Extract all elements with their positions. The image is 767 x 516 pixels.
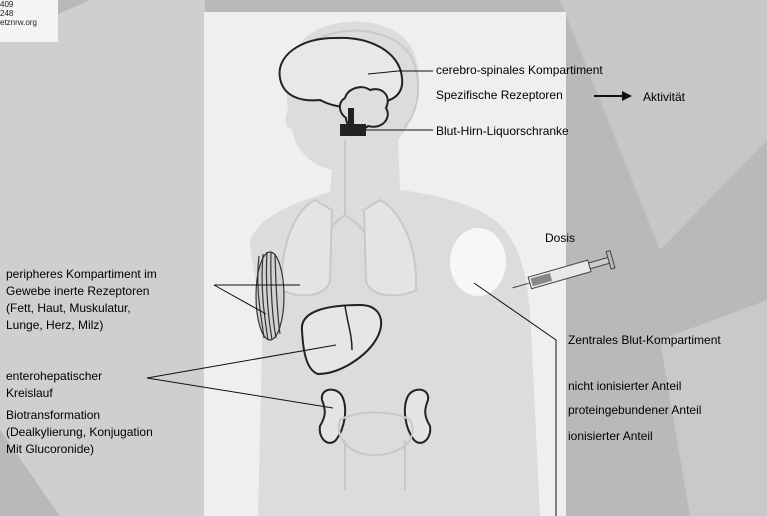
stamp-line: etznrw.org xyxy=(0,18,37,27)
label-line: enterohepatischer xyxy=(6,368,102,385)
label-peripheral-compartment: peripheres Kompartiment im Gewebe inerte… xyxy=(6,266,157,334)
label-line: Lunge, Herz, Milz) xyxy=(6,317,157,334)
label-ionized: ionisierter Anteil xyxy=(568,429,653,444)
stamp-line: 409 xyxy=(0,0,37,9)
light-streak-right xyxy=(560,0,767,250)
label-blood-brain-barrier: Blut-Hirn-Liquorschranke xyxy=(436,124,569,139)
blood-brain-barrier-block xyxy=(340,124,366,136)
muscle-bundle xyxy=(256,252,284,340)
label-protein-bound: proteingebundener Anteil xyxy=(568,403,701,418)
label-line: Gewebe inerte Rezeptoren xyxy=(6,283,157,300)
label-central-blood-compartment: Zentrales Blut-Kompartiment xyxy=(568,333,721,348)
stamp-line: 248 xyxy=(0,9,37,18)
label-biotransformation: Biotransformation (Dealkylierung, Konjug… xyxy=(6,407,153,458)
label-line: (Dealkylierung, Konjugation xyxy=(6,424,153,441)
label-line: Mit Glucoronide) xyxy=(6,441,153,458)
label-line: Biotransformation xyxy=(6,407,153,424)
label-enterohepatic: enterohepatischer Kreislauf xyxy=(6,368,102,402)
label-line: Kreislauf xyxy=(6,385,102,402)
label-activity: Aktivität xyxy=(643,90,685,105)
label-non-ionized: nicht ionisierter Anteil xyxy=(568,379,681,394)
label-line: (Fett, Haut, Muskulatur, xyxy=(6,300,157,317)
label-line: peripheres Kompartiment im xyxy=(6,266,157,283)
label-cerebro-spinal: cerebro-spinales Kompartiment xyxy=(436,63,603,78)
stamp-text: 409 248 etznrw.org xyxy=(0,0,37,27)
label-specific-receptors: Spezifische Rezeptoren xyxy=(436,88,563,103)
label-dose: Dosis xyxy=(545,231,575,246)
